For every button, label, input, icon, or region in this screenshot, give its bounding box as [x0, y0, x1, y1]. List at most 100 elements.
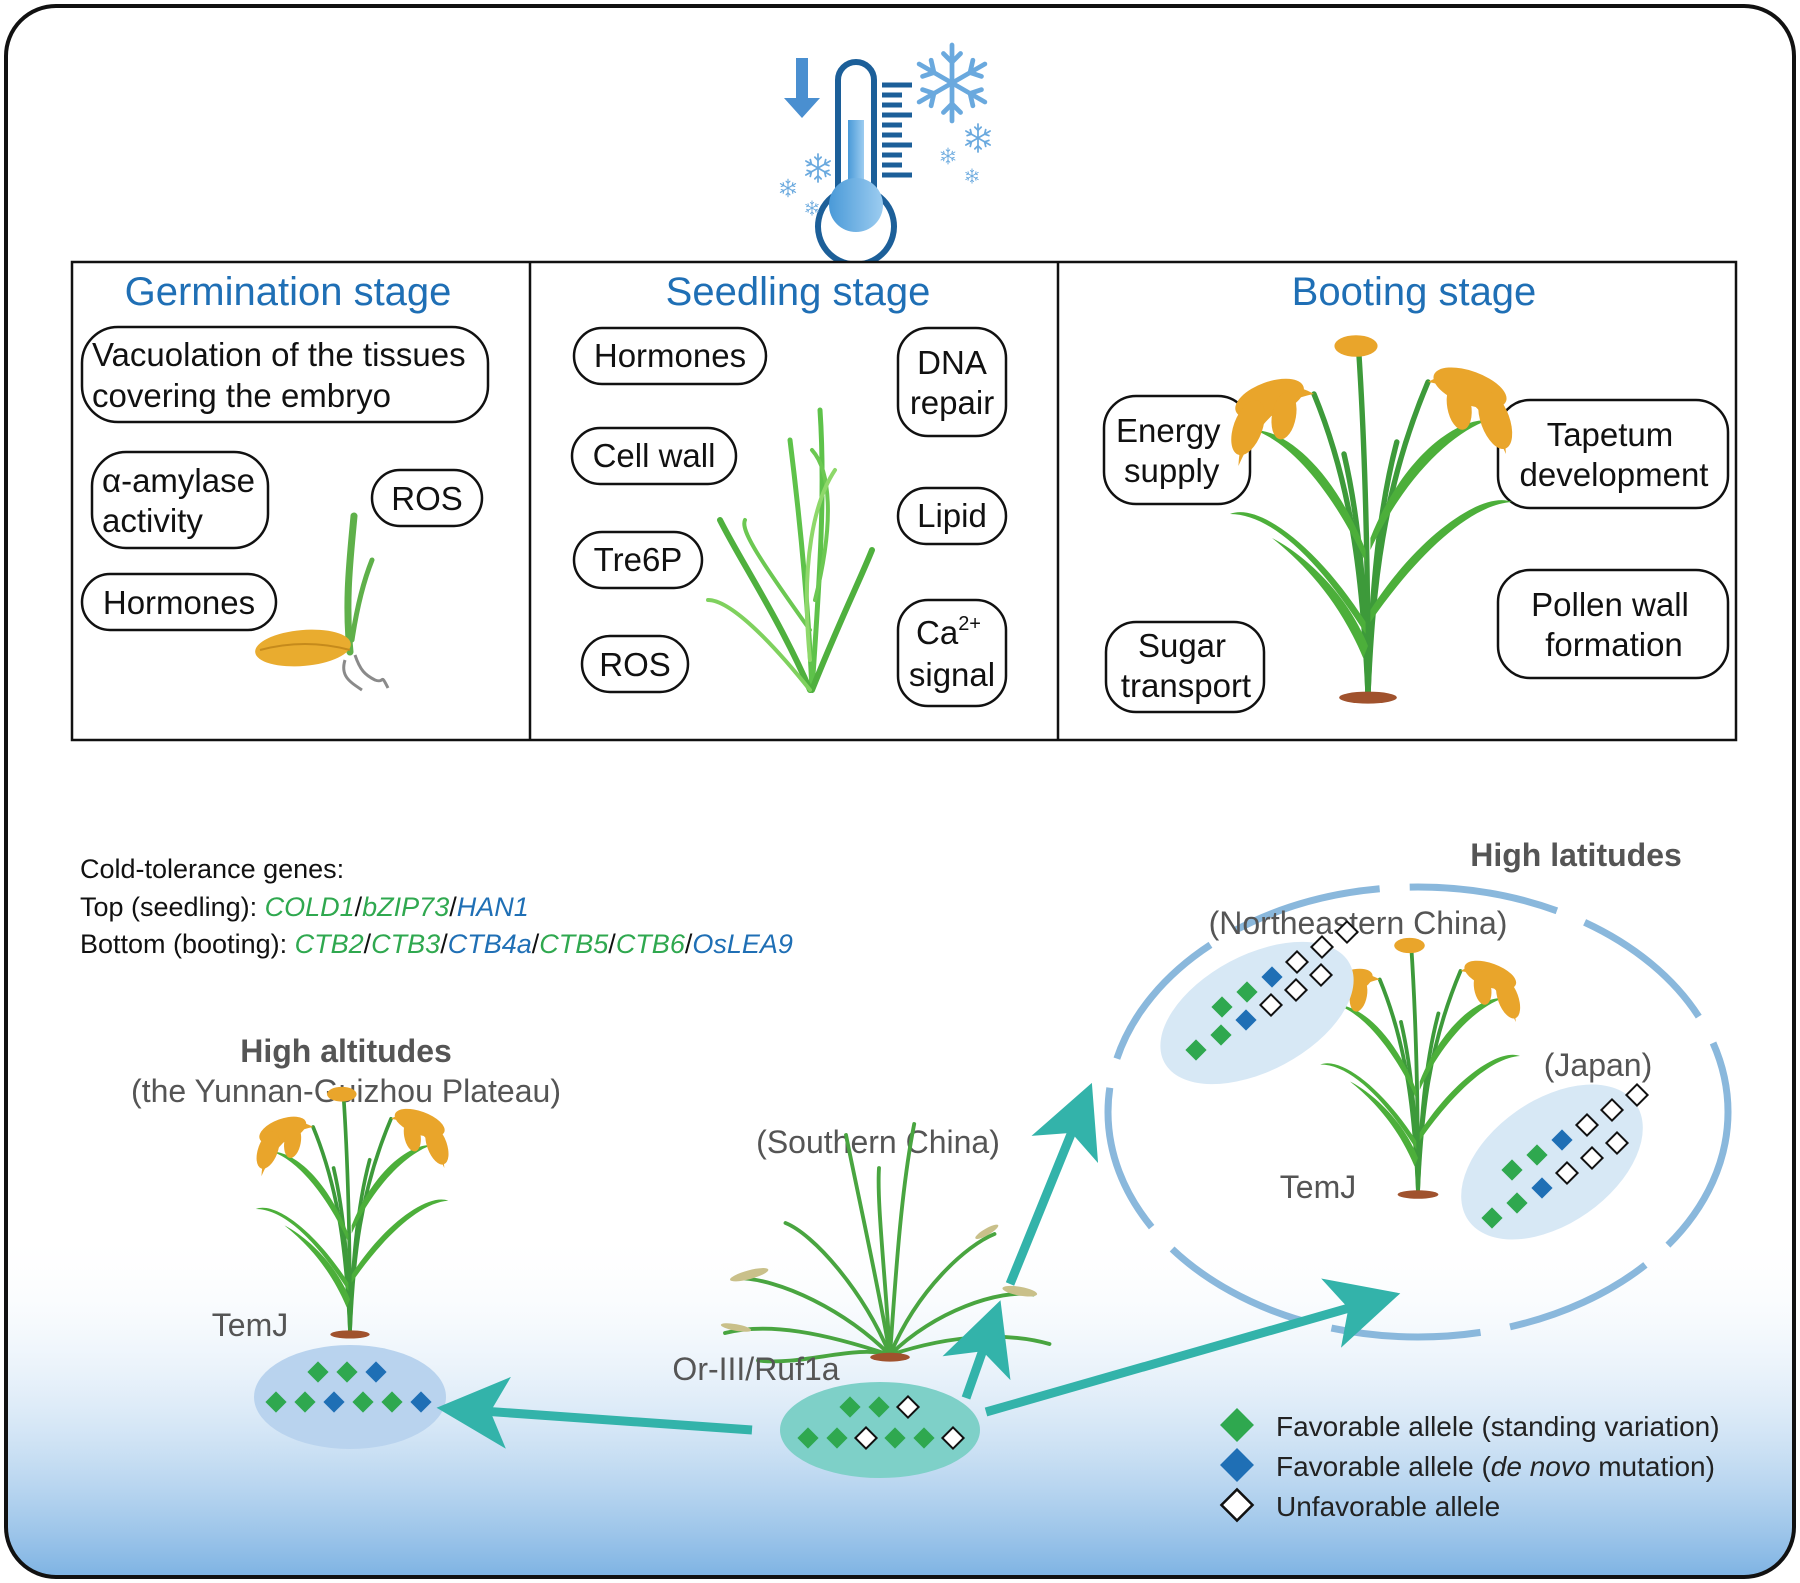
gene-top-line: Top (seedling): COLD1/bZIP73/HAN1 [80, 892, 529, 922]
cold-temperature-icon [779, 45, 991, 268]
seedling-ros-pill: ROS [580, 634, 690, 694]
wild-bottom-row-allele-diamond-icon [884, 1427, 906, 1449]
japan-top-row-allele-diamond-icon [1574, 1112, 1600, 1138]
vacuolation-pill: Vacuolation of the tissues covering the … [80, 325, 490, 424]
amylase-pill: α-amylase activity [90, 450, 270, 550]
japan-bottom-row-allele-diamond-icon [1579, 1145, 1605, 1171]
arrow-to-japan [984, 1278, 1401, 1417]
northeastern-top-row-allele-diamond-icon [1261, 966, 1283, 988]
gene-list: Cold-tolerance genes: Top (seedling): CO… [80, 854, 793, 959]
northeastern-bottom-row-allele-diamond-icon [1283, 977, 1309, 1003]
thermometer-icon [815, 59, 912, 268]
legend-unfavorable: Unfavorable allele [1276, 1491, 1500, 1522]
arrow-to-high-altitudes [436, 1376, 753, 1449]
seedling-hormones-label: Hormones [594, 337, 746, 374]
tapetum-pill: Tapetum development [1496, 398, 1730, 510]
high-latitudes-ring [1104, 883, 1732, 1341]
wild-bottom-row-allele-diamond-icon [940, 1425, 966, 1451]
seedling-stage: Seedling stage Hormones Cell wall Tre6P … [570, 270, 1008, 708]
calcium-line2: signal [909, 656, 995, 693]
japan-top-row-allele-diamond-icon [1599, 1097, 1625, 1123]
cell-wall-pill: Cell wall [570, 426, 738, 486]
temj-altitude-label: TemJ [212, 1307, 288, 1343]
tre6p-pill: Tre6P [572, 530, 704, 590]
tapetum-line1: Tapetum [1547, 416, 1674, 453]
legend-blue-diamond-icon [1220, 1448, 1254, 1482]
pollen-line2: formation [1545, 626, 1683, 663]
dna-repair-pill: DNA repair [896, 326, 1008, 438]
cell-wall-label: Cell wall [593, 437, 716, 474]
germination-title: Germination stage [125, 270, 452, 314]
wild-top-row-allele-diamond-icon [895, 1394, 921, 1420]
temj-latitude-label: TemJ [1280, 1169, 1356, 1205]
legend-white-diamond-icon [1219, 1487, 1255, 1523]
legend-green-diamond-icon [1220, 1408, 1254, 1442]
ros-pill: ROS [370, 468, 484, 528]
energy-line1: Energy [1116, 412, 1221, 449]
wild-top-row-allele-diamond-icon [868, 1396, 890, 1418]
germinating-seed-icon [255, 512, 390, 692]
wild-top-row-allele-diamond-icon [839, 1396, 861, 1418]
energy-line2: supply [1124, 452, 1220, 489]
seedling-plant-icon [706, 407, 875, 693]
hormones-label: Hormones [103, 584, 255, 621]
sugar-line1: Sugar [1138, 627, 1226, 664]
arrow-up-short [942, 1300, 1011, 1400]
tapetum-line2: development [1520, 456, 1709, 493]
seedling-title: Seedling stage [666, 270, 931, 314]
wild-allele-cloud [780, 1382, 980, 1478]
hormones-pill: Hormones [80, 572, 278, 632]
or-ruf-label: Or-III/Ruf1a [672, 1351, 839, 1387]
arrow-to-northeastern-china [1005, 1082, 1099, 1286]
calcium-label: Ca2+ [916, 613, 981, 651]
northeastern-top-row-allele-diamond-icon [1334, 919, 1360, 945]
pollen-wall-pill: Pollen wall formation [1496, 568, 1730, 680]
northeastern-top-row-allele-diamond-icon [1236, 981, 1258, 1003]
vacuolation-line1: Vacuolation of the tissues [92, 336, 466, 373]
northeastern-china-label: (Northeastern China) [1209, 905, 1508, 941]
gene-bottom-line: Bottom (booting): CTB2/CTB3/CTB4a/CTB5/C… [80, 929, 793, 959]
legend-standing: Favorable allele (standing variation) [1276, 1411, 1720, 1442]
vacuolation-line2: covering the embryo [92, 377, 391, 414]
outer-frame [4, 4, 1796, 1579]
sugar-line2: transport [1121, 667, 1251, 704]
northeastern-bottom-row-allele-diamond-icon [1258, 992, 1284, 1018]
amylase-line2: activity [102, 502, 203, 539]
down-arrow-icon [784, 58, 820, 118]
high-latitudes-region: High latitudes (Northeastern China) (Jap… [1104, 837, 1732, 1341]
northeastern-top-row-allele-diamond-icon [1309, 934, 1335, 960]
high-latitudes-label: High latitudes [1470, 837, 1682, 873]
germination-stage: Germination stage Vacuolation of the tis… [80, 270, 490, 692]
wild-bottom-row-allele-diamond-icon [826, 1427, 848, 1449]
sugar-transport-pill: Sugar transport [1104, 620, 1266, 714]
northeastern-top-row-allele-diamond-icon [1211, 996, 1233, 1018]
northeastern-top-row-allele-diamond-icon [1284, 949, 1310, 975]
legend-denovo: Favorable allele (de novo mutation) [1276, 1451, 1715, 1482]
energy-supply-pill: Energy supply [1102, 394, 1252, 506]
japan-allele-cloud [1461, 1084, 1643, 1240]
calcium-signal-pill: Ca2+ signal [896, 598, 1008, 708]
tre6p-label: Tre6P [594, 541, 683, 578]
high-altitudes-region: High altitudes (the Yunnan-Guizhou Plate… [131, 1033, 561, 1449]
lipid-pill: Lipid [896, 486, 1008, 546]
seedling-hormones-pill: Hormones [572, 326, 768, 386]
altitude-allele-cloud [254, 1345, 446, 1449]
snowflake-icon [779, 45, 991, 216]
gene-heading: Cold-tolerance genes: [80, 854, 344, 884]
booting-title: Booting stage [1292, 270, 1537, 314]
lipid-label: Lipid [917, 497, 987, 534]
japan-bottom-row-allele-diamond-icon [1604, 1130, 1630, 1156]
wild-bottom-row-allele-diamond-icon [797, 1427, 819, 1449]
dispersal-arrows [436, 1082, 1401, 1449]
northeastern-bottom-row-allele-diamond-icon [1308, 962, 1334, 988]
high-altitudes-label: High altitudes [240, 1033, 452, 1069]
dna-line2: repair [910, 384, 994, 421]
allele-legend: Favorable allele (standing variation) Fa… [1219, 1408, 1720, 1523]
booting-stage: Booting stage Energy supply Sugar transp… [1102, 270, 1730, 714]
japan-bottom-row-allele-diamond-icon [1554, 1160, 1580, 1186]
wild-bottom-row-allele-diamond-icon [853, 1425, 879, 1451]
ros-label: ROS [391, 480, 463, 517]
amylase-line1: α-amylase [102, 462, 255, 499]
southern-china-region: (Southern China) Or-III/Ruf1a [672, 1122, 1052, 1478]
